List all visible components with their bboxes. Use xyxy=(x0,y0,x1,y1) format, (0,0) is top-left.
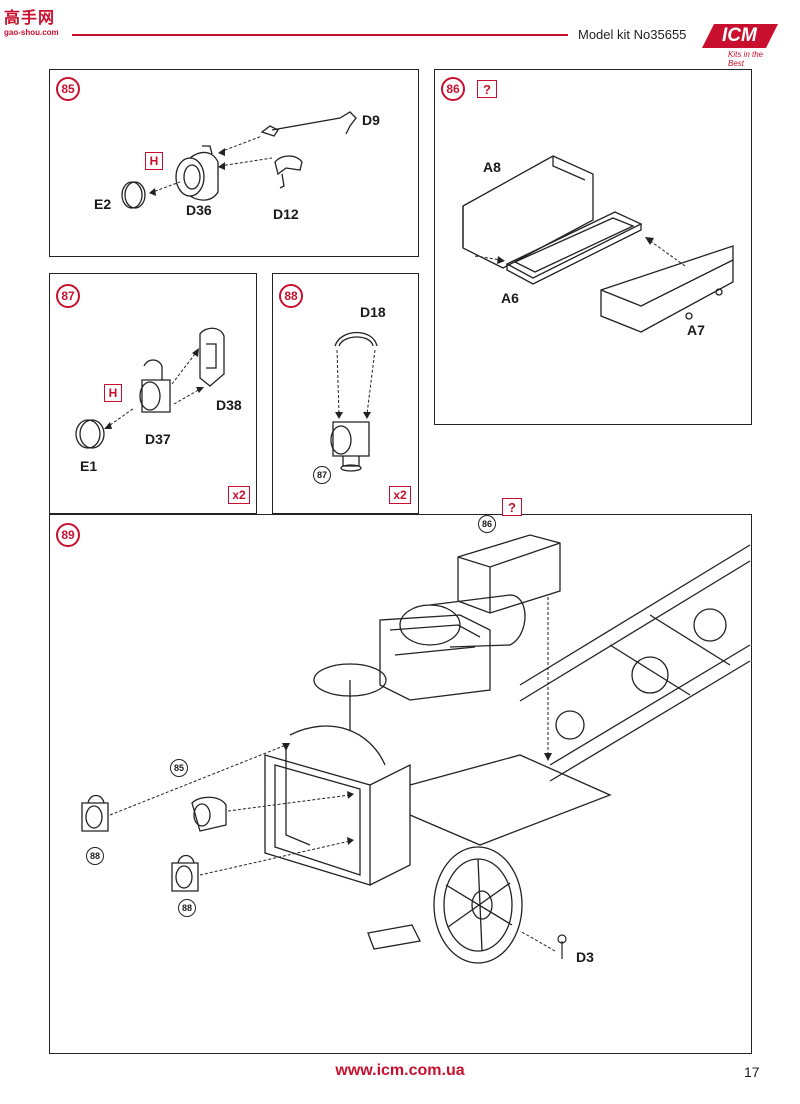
part-label-d3: D3 xyxy=(576,949,594,965)
step-ref-85: 85 xyxy=(170,759,188,777)
step-87-drawing xyxy=(75,327,225,449)
step-ref-88-a: 88 xyxy=(86,847,104,865)
h-marker-85: H xyxy=(145,152,163,170)
step-89-drawing xyxy=(81,534,751,964)
site-logo: 高手网 gao-shou.com xyxy=(4,4,74,38)
part-label-e1: E1 xyxy=(80,458,98,474)
icm-logo-shape xyxy=(702,24,778,48)
icm-logo-tagline: Kits in the Best xyxy=(728,50,764,68)
part-label-d9: D9 xyxy=(362,112,380,128)
site-logo-text: 高手网 xyxy=(4,10,56,27)
step-ref-88-b: 88 xyxy=(178,899,196,917)
site-logo-url: gao-shou.com xyxy=(4,28,59,37)
part-label-d18: D18 xyxy=(360,304,386,320)
step-86-drawing xyxy=(462,155,734,333)
step-85-drawing xyxy=(121,111,357,209)
header-rule xyxy=(72,34,568,36)
step-number-86: 86 xyxy=(441,77,465,101)
part-label-a8: A8 xyxy=(483,159,501,175)
question-marker-89: ? xyxy=(502,498,522,516)
question-marker-86: ? xyxy=(477,80,497,98)
part-label-d12: D12 xyxy=(273,206,299,222)
part-label-e2: E2 xyxy=(94,196,112,212)
multiplier-x2-87: x2 xyxy=(228,486,250,504)
part-label-d36: D36 xyxy=(186,202,212,218)
footer-url: www.icm.com.ua xyxy=(335,1062,465,1079)
step-89-panel: 89 ? xyxy=(49,498,752,1054)
step-86-panel: 86 ? A8 A6 A7 xyxy=(434,69,752,425)
multiplier-x2-88: x2 xyxy=(389,486,411,504)
part-label-a7: A7 xyxy=(687,322,705,338)
h-marker-87: H xyxy=(104,384,122,402)
icm-logo: ICM Kits in the Best xyxy=(700,18,780,68)
kit-label: Model kit No35655 xyxy=(578,27,687,42)
part-label-d38: D38 xyxy=(216,397,242,413)
step-number-87: 87 xyxy=(56,284,80,308)
step-85-panel: 85 H D9 D36 D12 xyxy=(49,69,419,257)
step-number-88: 88 xyxy=(279,284,303,308)
step-ref-86: 86 xyxy=(478,515,496,533)
step-number-85: 85 xyxy=(56,77,80,101)
step-88-drawing xyxy=(330,332,378,472)
step-ref-87: 87 xyxy=(313,466,331,484)
page-number: 17 xyxy=(744,1064,760,1080)
step-88-panel: 88 D18 87 x2 xyxy=(272,273,419,514)
part-label-a6: A6 xyxy=(501,290,519,306)
step-87-panel: 87 H D38 D37 E1 x2 xyxy=(49,273,257,514)
part-label-d37: D37 xyxy=(145,431,171,447)
icm-logo-text: ICM xyxy=(722,25,757,46)
step-number-89: 89 xyxy=(56,523,80,547)
